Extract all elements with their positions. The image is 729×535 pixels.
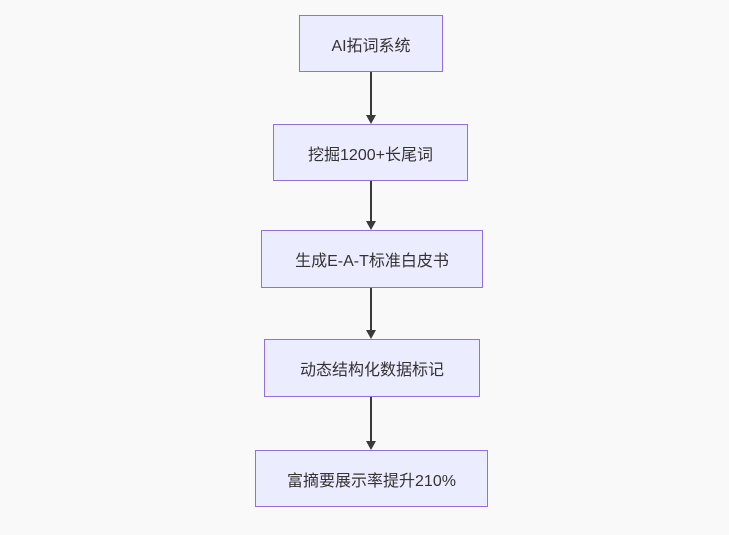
arrow-line [370,181,372,221]
flow-node-eat-whitepaper: 生成E-A-T标准白皮书 [261,230,483,288]
flow-node-rich-snippet-result: 富摘要展示率提升210% [255,450,488,507]
arrow-line [370,72,372,115]
flow-arrow-1 [366,72,376,124]
arrow-head-down-icon [366,115,376,124]
flow-arrow-2 [366,181,376,230]
flow-arrow-3 [366,288,376,339]
flow-node-longtail-mining: 挖掘1200+长尾词 [273,124,468,181]
arrow-head-down-icon [366,221,376,230]
arrow-head-down-icon [366,330,376,339]
arrow-head-down-icon [366,441,376,450]
flow-node-ai-keyword-system: AI拓词系统 [299,15,443,72]
flow-arrow-4 [366,397,376,450]
arrow-line [370,397,372,441]
flow-node-structured-data-markup: 动态结构化数据标记 [264,339,480,397]
arrow-line [370,288,372,330]
